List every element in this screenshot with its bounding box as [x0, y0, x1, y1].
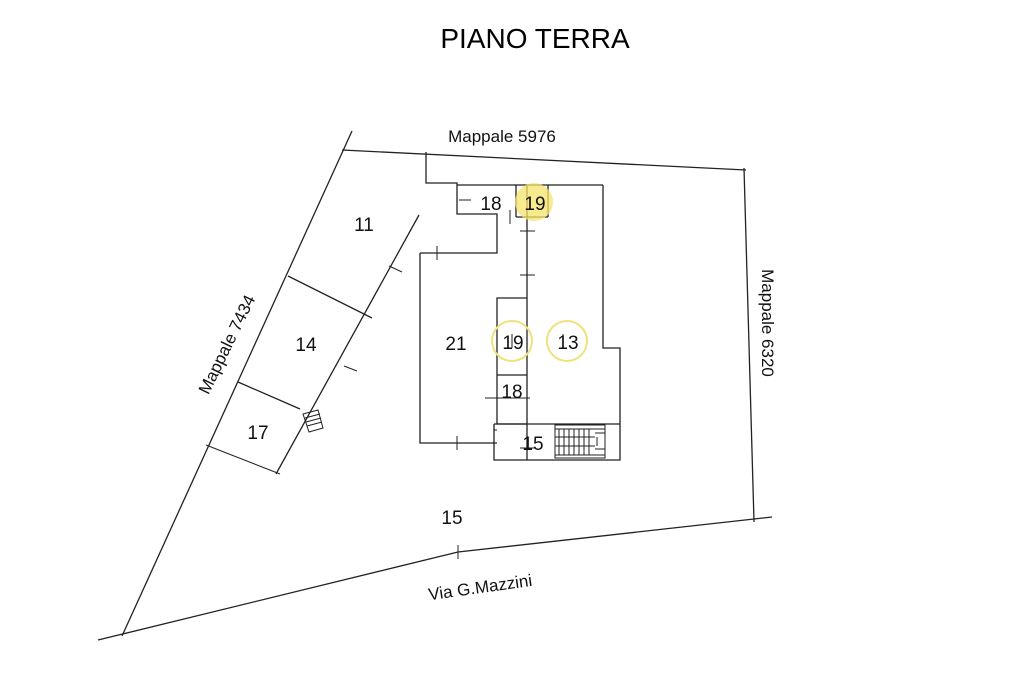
room-label-15-yard: 15	[441, 508, 462, 529]
west-wing	[205, 214, 420, 475]
highlight-ring-13	[546, 320, 588, 362]
label-east-parcel: Mappale 6320	[758, 269, 777, 377]
room-label-11: 11	[354, 215, 374, 236]
lot-boundary	[97, 130, 773, 641]
highlights	[491, 183, 588, 362]
room-label-15-inner: 15	[522, 434, 543, 455]
label-street: Via G.Mazzini	[427, 571, 533, 604]
label-north-parcel: Mappale 5976	[448, 127, 556, 146]
room-label-17: 17	[247, 423, 268, 444]
plan-title: PIANO TERRA	[440, 23, 630, 54]
highlight-ring-19	[491, 320, 533, 362]
highlight-marker-19-top	[515, 183, 553, 221]
room-label-14: 14	[295, 335, 317, 356]
room-label-18-mid: 18	[501, 382, 522, 403]
room-label-13: 13	[557, 333, 578, 354]
room-label-18-top: 18	[480, 194, 501, 215]
room-label-19-mid: 19	[502, 333, 523, 354]
staircase	[554, 424, 606, 459]
room-label-21: 21	[445, 334, 466, 355]
label-west-parcel: Mappale 7434	[195, 292, 259, 397]
room-label-19-top: 19	[524, 194, 545, 215]
west-steps	[302, 409, 324, 433]
